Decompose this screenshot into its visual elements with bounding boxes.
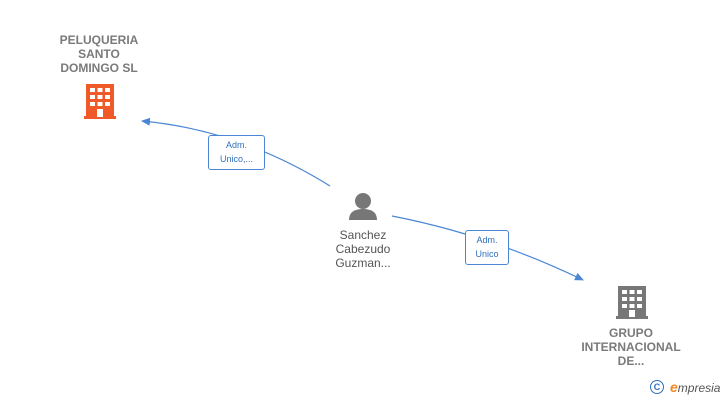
footer-brand: C empresia [650, 379, 720, 395]
building-icon[interactable] [616, 286, 648, 319]
person-label[interactable]: Sanchez Cabezudo Guzman... [335, 228, 391, 270]
brand-logo: empresia [670, 379, 721, 395]
person-icon[interactable] [349, 193, 377, 220]
company-bottom-label[interactable]: GRUPO INTERNACIONAL DE... [581, 326, 681, 368]
copyright-icon: C [650, 380, 664, 394]
edge-label-top: Adm. Unico,... [208, 135, 265, 170]
edge-label-bottom: Adm. Unico [465, 230, 509, 265]
building-icon[interactable] [84, 84, 116, 119]
company-top-label[interactable]: PELUQUERIA SANTO DOMINGO SL [59, 33, 139, 75]
